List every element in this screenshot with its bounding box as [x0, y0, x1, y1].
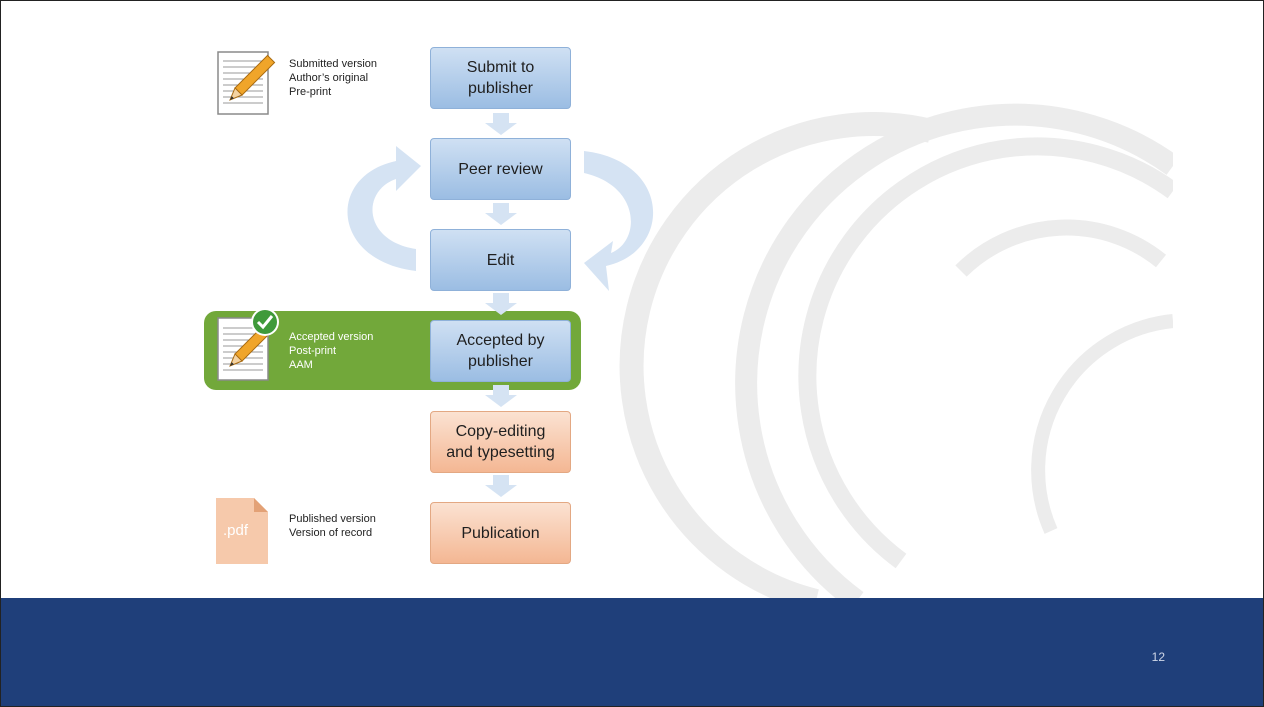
document-pencil-check-icon — [217, 308, 279, 381]
note-line: Author’s original — [289, 72, 369, 84]
step-publication: Publication — [430, 502, 571, 564]
note-line: Pre-print — [289, 86, 332, 98]
step-peer-review: Peer review — [430, 138, 571, 200]
submitted-version-notes: Submitted version Author’s original Pre-… — [289, 57, 377, 99]
step-submit-to-publisher: Submit to publisher — [430, 47, 571, 109]
step-copy-editing: Copy-editing and typesetting — [430, 411, 571, 473]
note-line: AAM — [289, 359, 313, 371]
flow-arrows — [347, 113, 654, 497]
step-edit: Edit — [430, 229, 571, 291]
note-line: Version of record — [289, 527, 373, 539]
footer-band: 12 — [1, 598, 1263, 706]
step-accepted-by-publisher: Accepted by publisher — [430, 320, 571, 382]
page-number: 12 — [1151, 650, 1165, 664]
pdf-label: .pdf — [223, 522, 249, 539]
note-line: Published version — [289, 513, 376, 525]
document-pencil-icon — [217, 51, 276, 115]
note-line: Post-print — [289, 345, 337, 357]
decorative-arcs — [619, 1, 1263, 598]
published-version-notes: Published version Version of record — [289, 512, 376, 540]
note-line: Submitted version — [289, 58, 378, 70]
note-line: Accepted version — [289, 331, 374, 343]
pdf-file-icon: .pdf — [216, 498, 268, 564]
accepted-version-notes: Accepted version Post-print AAM — [289, 330, 373, 372]
